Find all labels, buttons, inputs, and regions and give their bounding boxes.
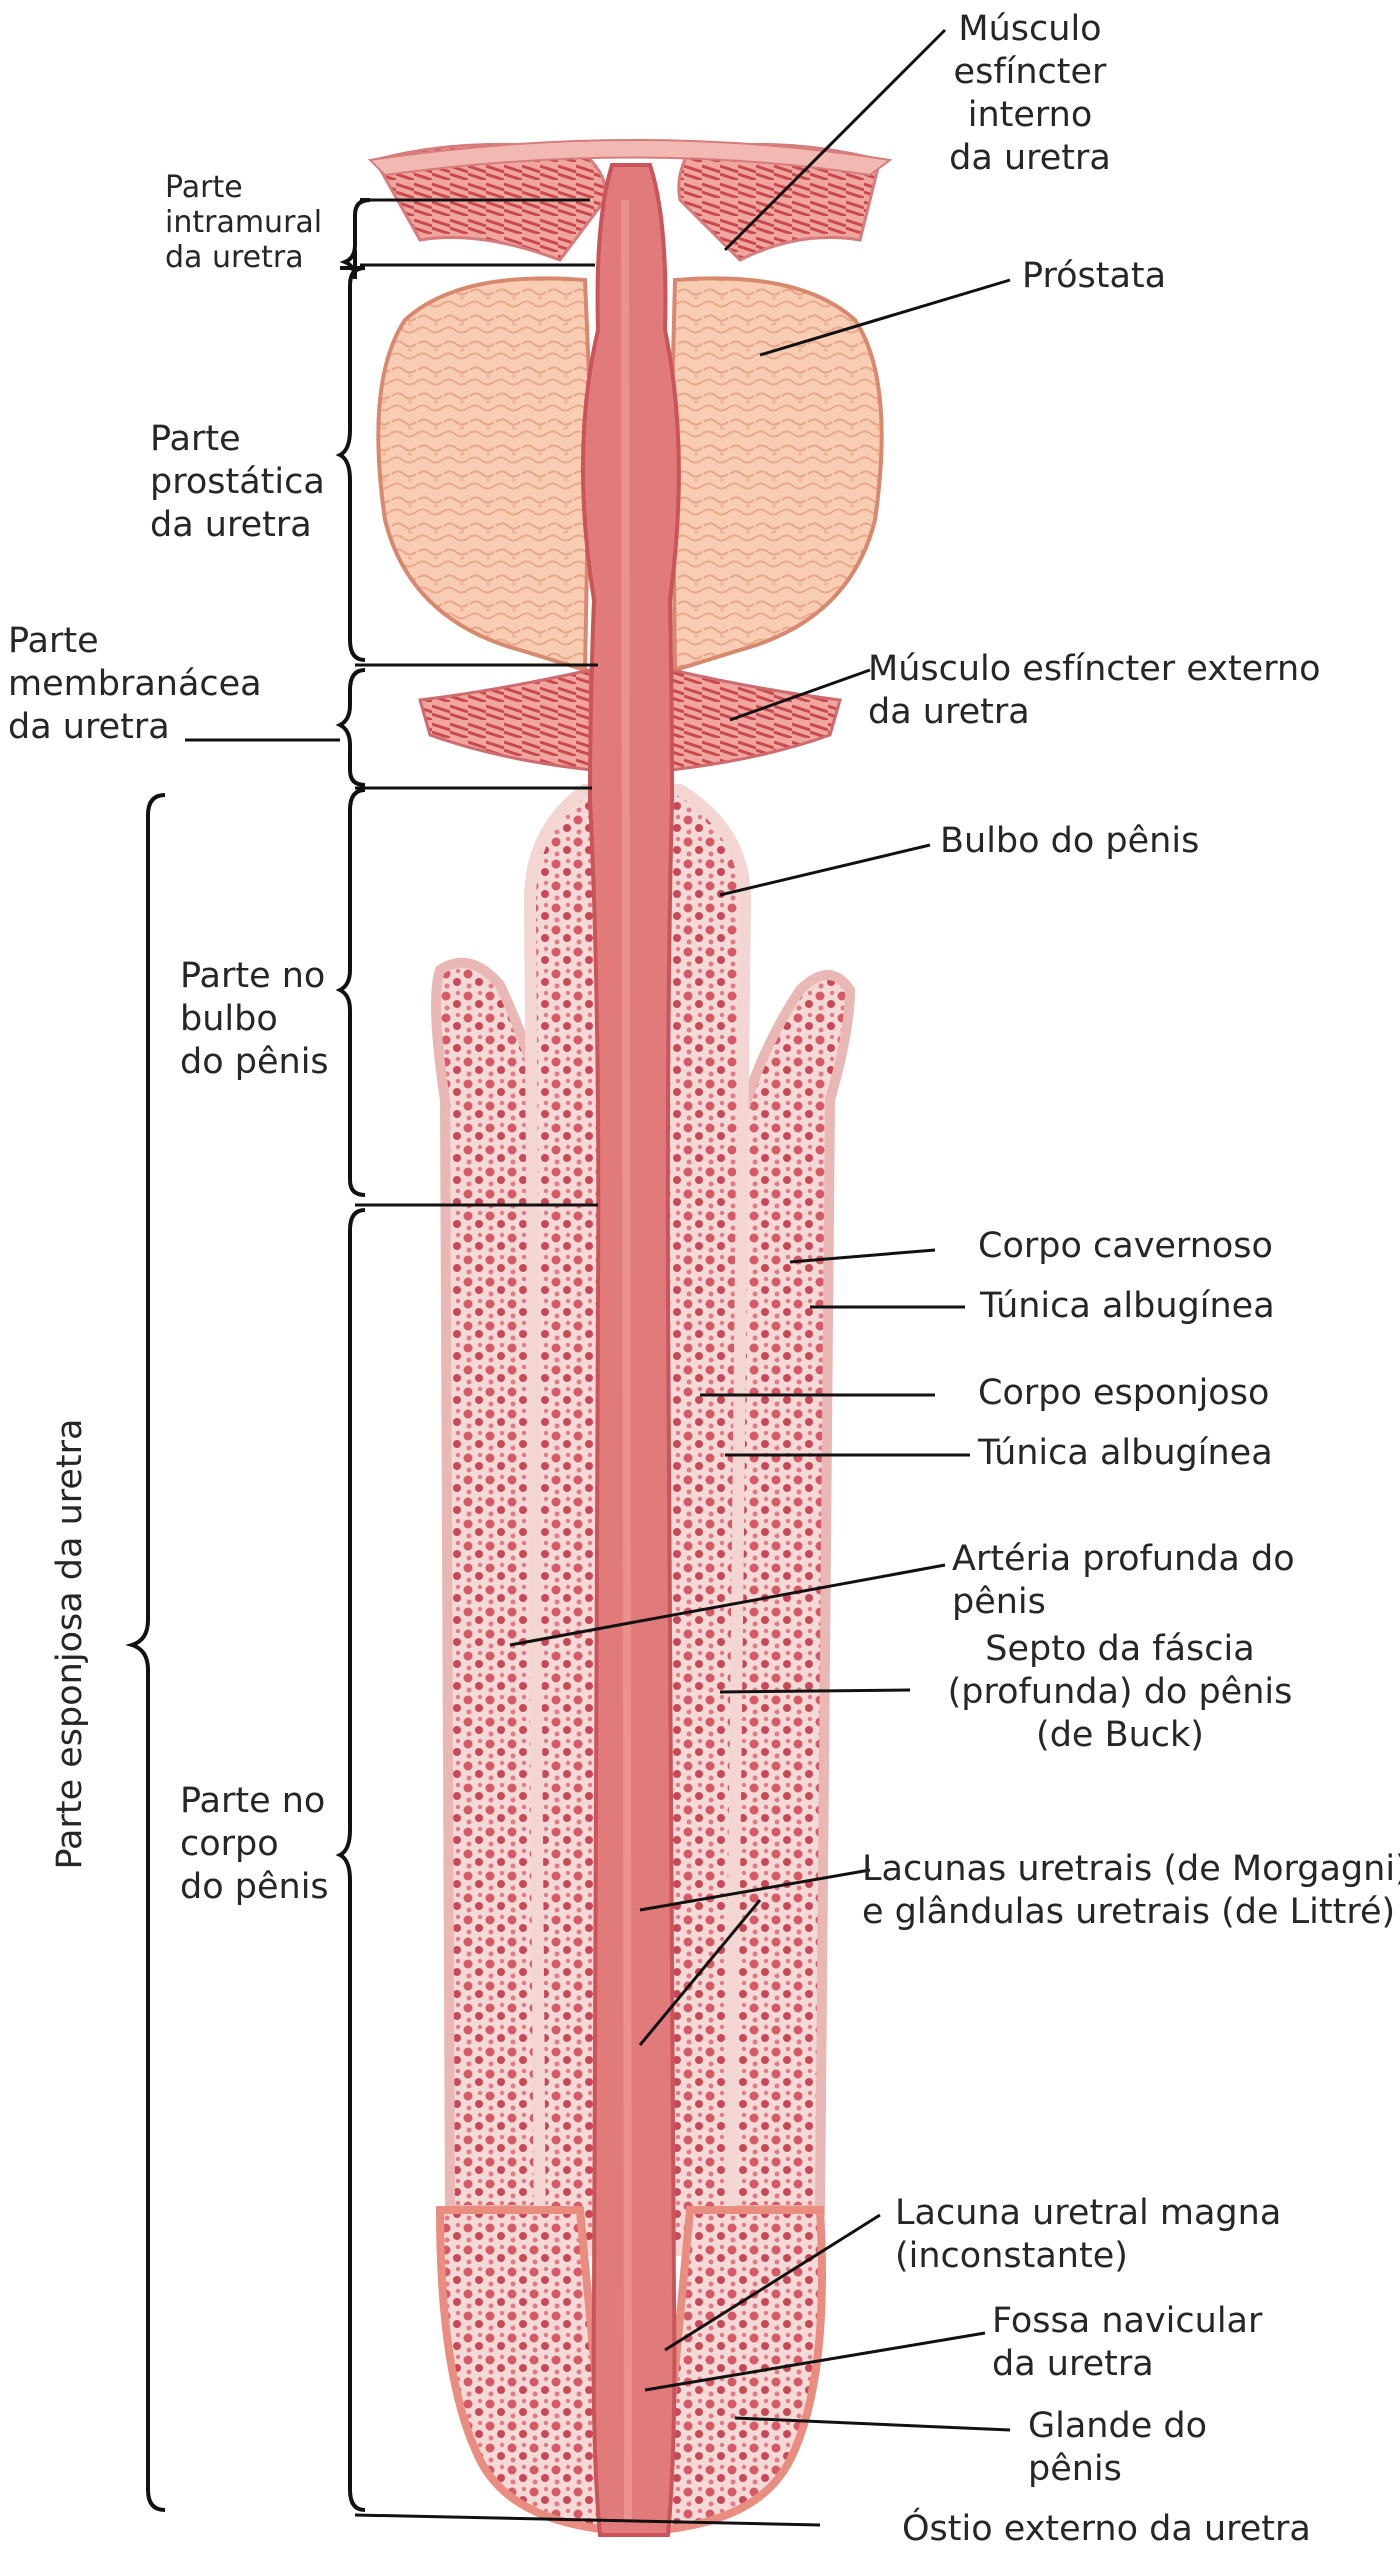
label-tunica-albuginea-1: Túnica albugínea <box>980 1286 1275 1326</box>
label-deep-artery: Artéria profunda do pênis <box>952 1539 1295 1622</box>
corpora-cavernosa <box>431 957 856 2215</box>
prostate-gland <box>376 276 884 673</box>
label-tunica-albuginea-2: Túnica albugínea <box>978 1433 1273 1473</box>
label-bulb-part: Parte no bulbo do pênis <box>180 956 329 1082</box>
label-prostatic: Parte prostática da uretra <box>150 419 325 545</box>
label-navicular: Fossa navicular da uretra <box>992 2301 1263 2384</box>
label-external-sphincter: Músculo esfíncter externo da uretra <box>868 649 1321 732</box>
label-lacuna-magna: Lacuna uretral magna (inconstante) <box>895 2193 1282 2276</box>
boundary-lines <box>185 198 821 2527</box>
urethra-lumen <box>580 163 681 2537</box>
label-intramural: Parte intramural da uretra <box>165 170 323 275</box>
label-external-orifice: Óstio externo da uretra <box>902 2509 1311 2549</box>
label-fascia-septum: Septo da fáscia (profunda) do pênis (de … <box>947 1629 1293 1755</box>
bladder-neck <box>367 139 893 262</box>
region-brackets <box>125 198 371 2512</box>
label-corpus-spongiosum: Corpo esponjoso <box>978 1373 1270 1413</box>
external-sphincter <box>418 668 842 772</box>
label-corpus-cavernosum: Corpo cavernoso <box>978 1226 1273 1266</box>
label-prostate: Próstata <box>1022 256 1167 296</box>
label-membranous: Parte membranácea da uretra <box>8 621 262 747</box>
label-body-part: Parte no corpo do pênis <box>180 1781 329 1907</box>
leader-lines <box>509 28 1011 2432</box>
label-lacunae: Lacunas uretrais (de Morgagni) e glândul… <box>862 1849 1400 1932</box>
label-glans: Glande do pênis <box>1028 2406 1207 2489</box>
label-bulb: Bulbo do pênis <box>940 821 1200 861</box>
label-internal-sphincter: Músculo esfíncter interno da uretra <box>949 9 1111 178</box>
